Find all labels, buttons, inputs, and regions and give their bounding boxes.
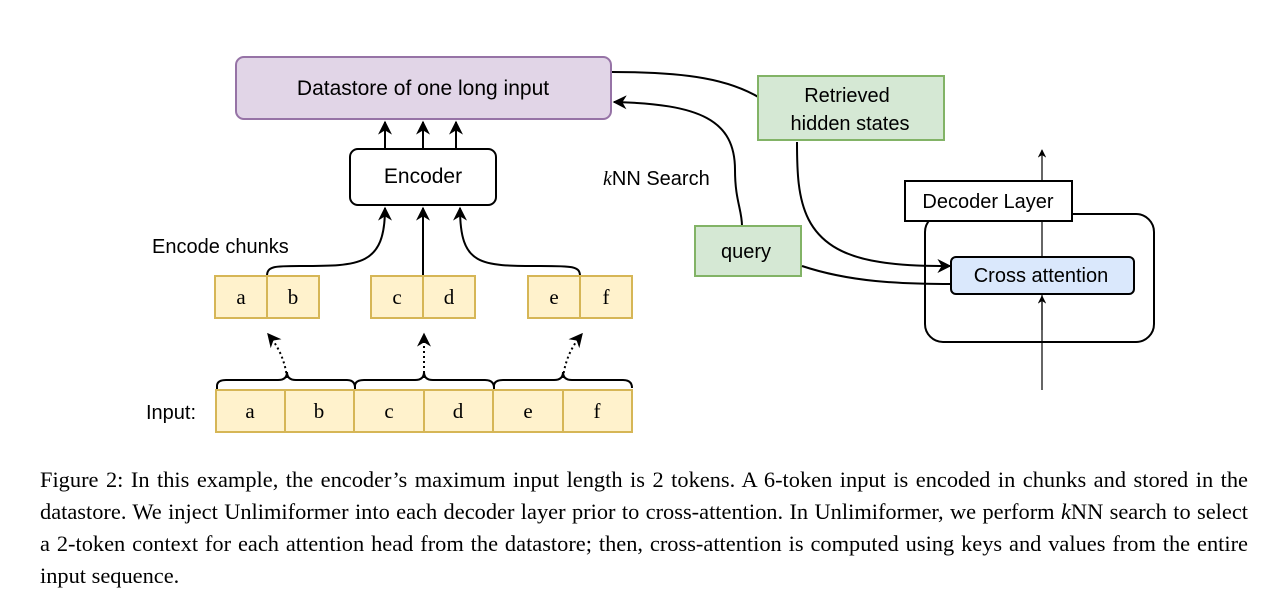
input-token: b [314, 399, 325, 423]
decoder-layer-label: Decoder Layer [922, 191, 1054, 213]
knn-k: k [603, 168, 613, 190]
chunk-group-1: a b [214, 275, 320, 319]
chunk-group-2: c d [370, 275, 476, 319]
retrieved-label-line1: Retrieved [804, 85, 890, 107]
chunk-token: e [549, 285, 558, 309]
query-label: query [721, 241, 771, 263]
input-token: e [523, 399, 532, 423]
encoder-to-datastore-arrows [378, 120, 463, 148]
retrieved-hidden-states-box: Retrieved hidden states [757, 75, 945, 141]
encoder-label: Encoder [384, 165, 462, 188]
query-to-cross-attention-line [801, 265, 953, 285]
retrieved-label-line2: hidden states [791, 113, 910, 135]
encoder-box: Encoder [349, 148, 497, 206]
chunk-token: d [444, 285, 455, 309]
input-token: f [594, 399, 601, 423]
chunk-to-encoder-arrows [266, 206, 581, 277]
decoder-layer-label-box: Decoder Layer [904, 180, 1073, 222]
brace-to-chunk-arrows [267, 332, 583, 379]
caption-italic-k: k [1060, 499, 1071, 524]
retrieved-to-cross-attention-arrow [796, 141, 952, 273]
input-label: Input: [146, 402, 196, 424]
input-token: c [384, 399, 393, 423]
figure-caption: Figure 2: In this example, the encoder’s… [40, 464, 1248, 592]
input-token: d [453, 399, 464, 423]
datastore-to-retrieved-line [611, 71, 761, 99]
datastore-box: Datastore of one long input [235, 56, 612, 120]
caption-part2: NN search to select a 2-token context fo… [40, 499, 1248, 588]
input-token-row: a b c d e f [215, 389, 633, 433]
chunk-token: c [392, 285, 401, 309]
chunk-group-3: e f [527, 275, 633, 319]
knn-rest: NN Search [612, 168, 710, 190]
encode-chunks-label: Encode chunks [152, 236, 289, 258]
input-braces [216, 371, 633, 390]
input-token: a [245, 399, 255, 423]
knn-search-arrow [612, 95, 743, 227]
chunk-token: b [288, 285, 299, 309]
cross-attention-box: Cross attention [950, 256, 1135, 295]
caption-part1: Figure 2: In this example, the encoder’s… [40, 467, 1248, 524]
chunk-token: a [236, 285, 246, 309]
chunk-token: f [603, 285, 610, 309]
unlimiformer-diagram: Datastore of one long input Encoder Enco… [146, 56, 1155, 433]
datastore-label: Datastore of one long input [297, 77, 549, 100]
knn-search-label: kNN Search [603, 168, 710, 190]
query-box: query [694, 225, 802, 277]
cross-attention-label: Cross attention [974, 265, 1109, 287]
